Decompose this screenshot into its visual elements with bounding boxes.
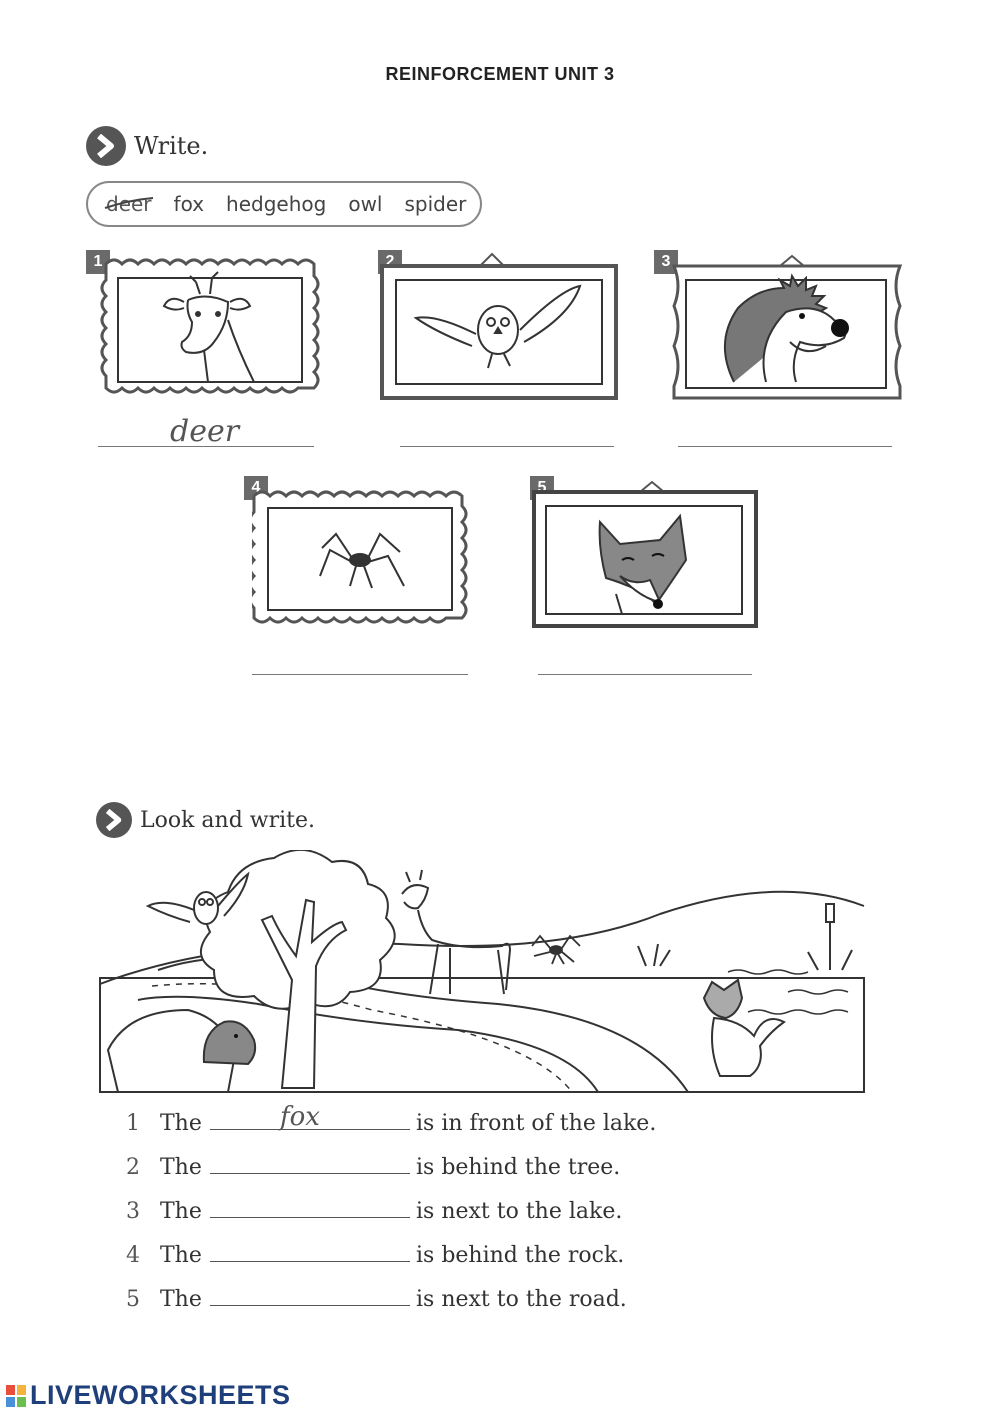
word-bank-item: spider bbox=[404, 192, 467, 216]
worksheet-title: REINFORCEMENT UNIT 3 bbox=[385, 64, 615, 84]
word-bank-item: deer bbox=[104, 192, 154, 216]
sentence-5: 5 The is next to the road. bbox=[126, 1284, 627, 1312]
exercise1-instruction: Write. bbox=[134, 132, 209, 160]
owl-icon bbox=[413, 284, 582, 369]
fox-icon bbox=[598, 513, 688, 615]
sentence-3: 3 The is next to the lake. bbox=[126, 1196, 622, 1224]
answer-line-2[interactable] bbox=[400, 446, 614, 447]
footer-brand: LIVEWORKSHEETS bbox=[30, 1380, 291, 1410]
word-bank-item: fox bbox=[173, 192, 205, 216]
answer-line-4[interactable] bbox=[252, 674, 468, 675]
reeds bbox=[637, 903, 853, 971]
exercise2-heading: Look and write. bbox=[96, 802, 315, 838]
hedgehog-icon bbox=[202, 1020, 257, 1066]
footer-logo[interactable]: LIVEWORKSHEETS bbox=[6, 1380, 291, 1411]
deer-icon bbox=[401, 869, 512, 995]
owl-icon bbox=[145, 871, 250, 925]
answer-blank-3[interactable] bbox=[210, 1196, 410, 1218]
word-bank-item: hedgehog bbox=[226, 192, 327, 216]
lake bbox=[727, 969, 849, 1015]
sentence-1: 1 The fox is in front of the lake. bbox=[126, 1102, 657, 1136]
fox-picture bbox=[532, 480, 758, 628]
answer-blank-5[interactable] bbox=[210, 1284, 410, 1306]
owl-picture bbox=[380, 252, 618, 400]
spider-icon bbox=[531, 934, 581, 965]
liveworksheets-logo-icon bbox=[6, 1384, 26, 1407]
answer-blank-2[interactable] bbox=[210, 1152, 410, 1174]
chevron-right-icon bbox=[96, 802, 132, 838]
deer-icon bbox=[162, 271, 255, 383]
fox-icon bbox=[702, 978, 786, 1077]
answer-line-1[interactable] bbox=[98, 446, 314, 447]
word-bank: deer fox hedgehog owl spider bbox=[86, 181, 482, 227]
spider-icon bbox=[319, 532, 405, 589]
hedgehog-picture bbox=[671, 254, 903, 400]
answer-blank-4[interactable] bbox=[210, 1240, 410, 1262]
tree bbox=[200, 850, 396, 1089]
hedgehog-icon bbox=[724, 273, 849, 383]
exercise1-heading: Write. bbox=[86, 126, 208, 166]
answer-line-5[interactable] bbox=[538, 674, 752, 675]
strikethrough-mark bbox=[104, 197, 154, 209]
spider-picture bbox=[252, 490, 468, 624]
word-bank-item: owl bbox=[348, 192, 383, 216]
park-scene bbox=[99, 850, 865, 1093]
answer-blank-1[interactable]: fox bbox=[210, 1102, 410, 1132]
sentence-answer: fox bbox=[280, 1102, 320, 1132]
deer-picture bbox=[100, 258, 320, 394]
sentence-2: 2 The is behind the tree. bbox=[126, 1152, 620, 1180]
chevron-right-icon bbox=[86, 126, 126, 166]
exercise2-instruction: Look and write. bbox=[140, 807, 316, 833]
answer-1: deer bbox=[170, 414, 240, 449]
sentence-4: 4 The is behind the rock. bbox=[126, 1240, 624, 1268]
answer-line-3[interactable] bbox=[678, 446, 892, 447]
